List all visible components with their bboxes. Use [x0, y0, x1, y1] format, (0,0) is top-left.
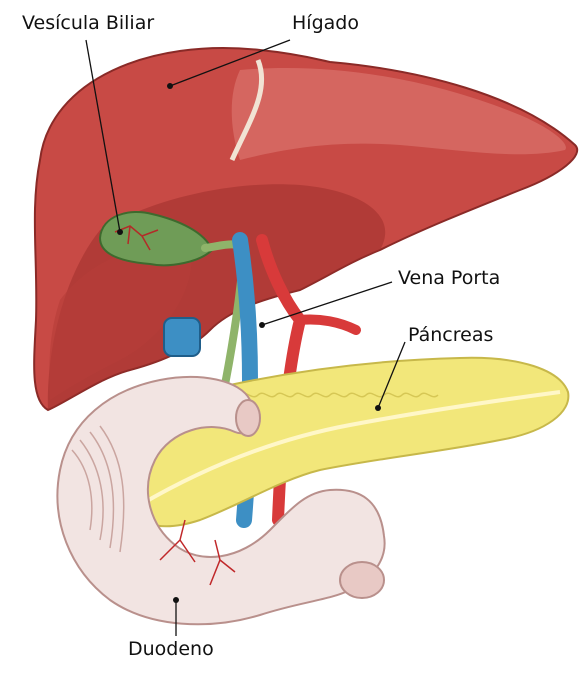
dot-portal-vein [259, 322, 265, 328]
duodenum-top-opening [236, 400, 260, 436]
label-duodenum: Duodeno [128, 640, 214, 659]
dot-gallbladder [117, 229, 123, 235]
dot-liver [167, 83, 173, 89]
artery-branch [300, 319, 356, 330]
label-gallbladder: Vesícula Biliar [22, 14, 154, 33]
dot-duodenum [173, 597, 179, 603]
dot-pancreas [375, 405, 381, 411]
vein-stub [164, 318, 200, 356]
duodenum-opening [340, 562, 384, 598]
label-pancreas: Páncreas [408, 326, 493, 345]
label-portal-vein: Vena Porta [398, 269, 500, 288]
label-liver: Hígado [292, 14, 359, 33]
